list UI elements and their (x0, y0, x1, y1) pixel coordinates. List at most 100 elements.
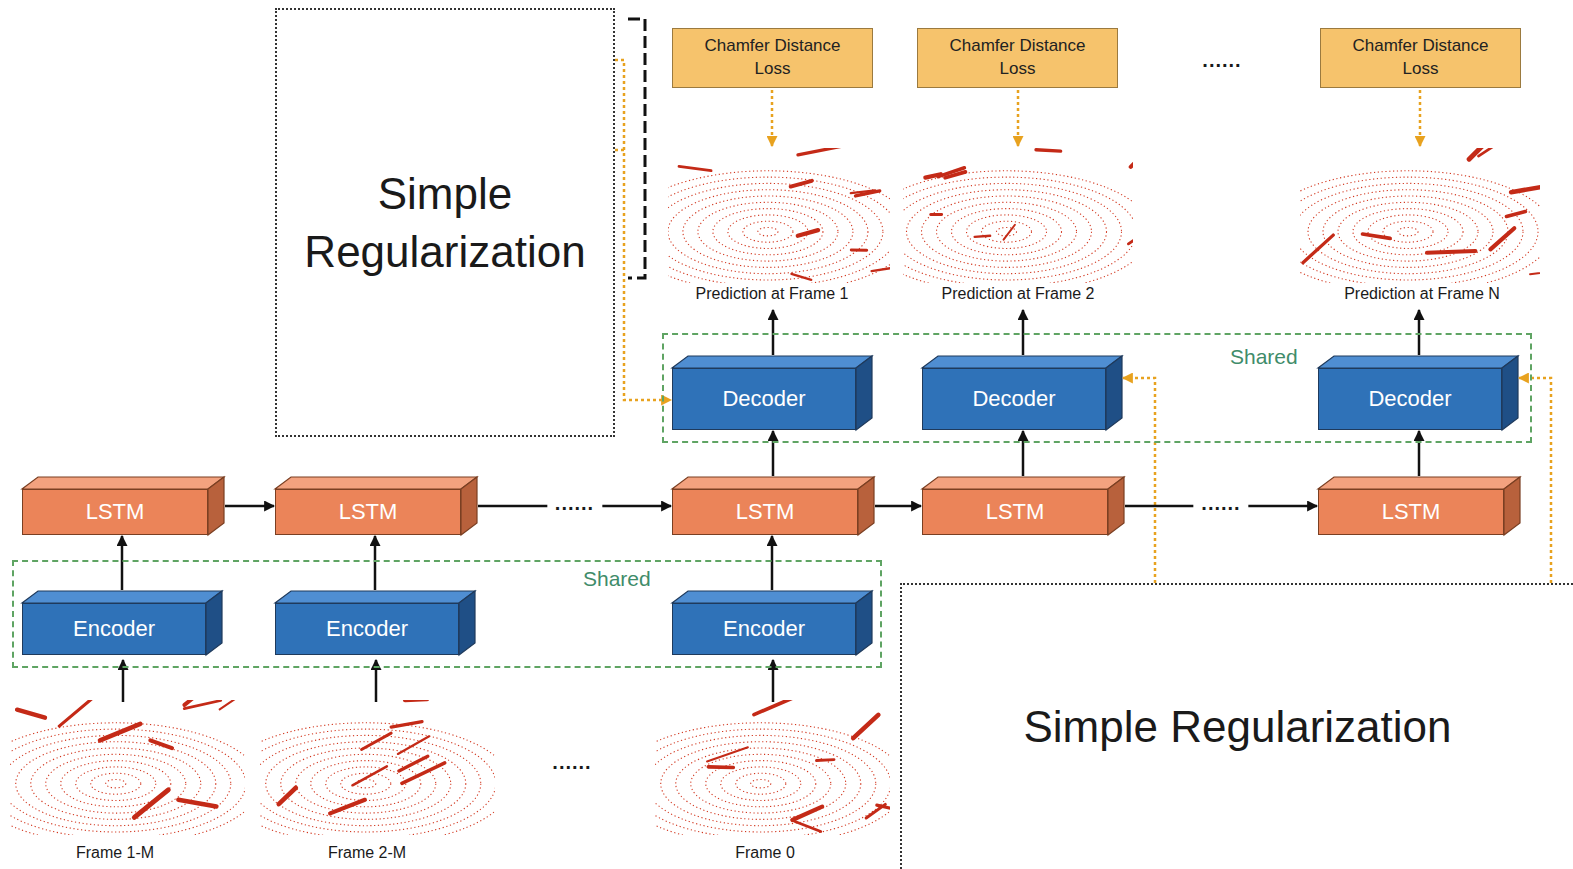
scan-ring (91, 773, 141, 794)
scan-ring (758, 228, 778, 236)
scan-ring (691, 754, 831, 813)
box-side-face (1502, 356, 1518, 430)
box-side-face (858, 477, 874, 535)
box-top-face (1318, 356, 1518, 368)
lstm-block: LSTM (22, 489, 208, 535)
scan-ring (260, 735, 481, 832)
box-top-face (672, 356, 872, 368)
frame-label: Frame 1-M (73, 844, 157, 862)
scan-ring (326, 767, 406, 801)
scan-object (754, 700, 800, 715)
scan-ring (982, 221, 1032, 242)
frame-label: Frame 0 (732, 844, 798, 862)
scan-object (184, 700, 206, 705)
node-text: LSTM (736, 499, 795, 525)
scan-object (399, 756, 428, 771)
scan-object (851, 249, 866, 252)
scan-object (330, 800, 365, 814)
scan-ring (668, 183, 883, 280)
box-side-face (206, 591, 222, 655)
scan-ring (676, 748, 846, 819)
scan-ring (713, 209, 823, 255)
scan-ring (903, 171, 1133, 283)
ellipsis: ...... (1199, 49, 1244, 72)
scan-ring (952, 209, 1062, 255)
node-text: Encoder (723, 616, 805, 642)
scan-object (866, 804, 885, 818)
regularization-arrow (1519, 378, 1551, 583)
flow-arrow (875, 505, 921, 508)
scan-object (1530, 269, 1540, 275)
loss-box: Chamfer Distance Loss (917, 28, 1118, 88)
scan-ring (907, 190, 1107, 274)
bracket (628, 19, 645, 278)
box-top-face (275, 477, 477, 489)
box-top-face (22, 591, 222, 603)
scan-object (1469, 148, 1493, 159)
scan-ring (668, 190, 868, 274)
flow-arrow (772, 431, 775, 476)
encoder-block: Encoder (275, 603, 459, 655)
scan-ring (1368, 215, 1448, 249)
point-cloud (10, 700, 245, 835)
scan-ring (1398, 228, 1418, 236)
loss-arrow (1017, 90, 1020, 146)
scan-object (975, 236, 991, 237)
regularization-arrow (1123, 378, 1155, 583)
node-text: Decoder (722, 386, 805, 412)
scan-object (792, 807, 822, 820)
scan-ring (698, 202, 838, 261)
scan-object (708, 765, 733, 769)
loss-box: Chamfer Distance Loss (672, 28, 873, 88)
scan-ring (743, 221, 793, 242)
scan-ring (736, 773, 786, 794)
scan-object (1362, 234, 1390, 238)
node-text: Shared (583, 567, 651, 591)
shared-group: SharedEncoderEncoderEncoder (12, 560, 882, 668)
scan-object (398, 736, 429, 754)
node-text: Decoder (972, 386, 1055, 412)
scan-object (362, 733, 392, 749)
scan-object (856, 191, 880, 196)
node-text: Simple Regularization (1024, 698, 1452, 755)
scan-object (178, 800, 216, 807)
frame-label: Prediction at Frame N (1341, 285, 1503, 303)
scan-ring (1353, 209, 1463, 255)
box-side-face (459, 591, 475, 655)
decoder-block: Decoder (922, 368, 1106, 430)
frame-label: Frame 2-M (325, 844, 409, 862)
scan-object (816, 758, 834, 762)
scan-object (791, 181, 812, 187)
frame-label: Prediction at Frame 1 (693, 285, 852, 303)
scan-object (1004, 225, 1015, 240)
box-side-face (1106, 356, 1122, 430)
scan-ring (937, 202, 1077, 261)
box-side-face (208, 477, 224, 535)
scan-ring (903, 177, 1133, 283)
loss-arrows (772, 90, 1420, 146)
scan-object (931, 213, 942, 216)
scan-object (679, 166, 711, 170)
scan-ring (266, 742, 466, 826)
node-text: Encoder (326, 616, 408, 642)
scan-object (1506, 212, 1525, 217)
lstm-block: LSTM (922, 489, 1108, 535)
box-side-face (1108, 477, 1124, 535)
regularization-region: Simple Regularization (275, 8, 615, 437)
scan-object (1303, 235, 1333, 263)
lstm-block: LSTM (1318, 489, 1504, 535)
box-side-face (461, 477, 477, 535)
scan-ring (16, 742, 216, 826)
scan-object (794, 821, 820, 831)
scan-object (220, 700, 245, 709)
scan-ring (967, 215, 1047, 249)
scan-object (798, 148, 844, 155)
scan-ring (281, 748, 451, 819)
scan-object (352, 766, 386, 785)
scan-ring (706, 761, 816, 807)
scan-ring (903, 183, 1122, 280)
point-cloud (1300, 148, 1540, 283)
scan-ring (661, 742, 861, 826)
scan-ring (10, 723, 245, 835)
